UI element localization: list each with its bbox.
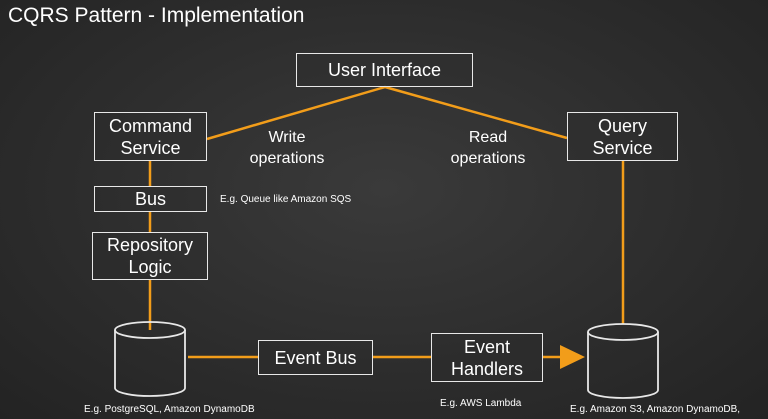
query-service-node: Query Service (567, 112, 678, 161)
write-database-icon (114, 321, 186, 397)
slide-title: CQRS Pattern - Implementation (8, 4, 305, 27)
command-service-line1: Command (108, 115, 193, 136)
bus-label: Bus (134, 189, 167, 209)
query-service-line2: Service (592, 137, 653, 158)
command-service-node: Command Service (94, 112, 207, 161)
write-db-note: E.g. PostgreSQL, Amazon DynamoDB (84, 404, 255, 415)
read-operations-line2: operations (450, 150, 526, 167)
query-service-line1: Query (597, 115, 648, 136)
repository-logic-label: Repository Logic (107, 234, 193, 278)
repository-logic-line2: Logic (128, 257, 172, 277)
user-interface-label: User Interface (327, 60, 442, 80)
bus-note: E.g. Queue like Amazon SQS (220, 194, 352, 205)
write-operations-line2: operations (249, 150, 325, 167)
event-handlers-line2: Handlers (450, 358, 524, 379)
event-bus-node: Event Bus (258, 340, 373, 375)
command-service-line2: Service (120, 137, 181, 158)
write-operations-label: Write operations (232, 127, 342, 169)
user-interface-node: User Interface (296, 53, 473, 87)
event-bus-label: Event Bus (274, 347, 357, 368)
command-service-label: Command Service (109, 115, 192, 159)
read-database-icon (587, 323, 659, 399)
repository-logic-line1: Repository (106, 235, 194, 255)
query-service-label: Query Service (592, 115, 652, 159)
write-operations-line1: Write (268, 129, 306, 146)
event-handlers-note: E.g. AWS Lambda (440, 398, 522, 409)
connector-ui-to-query (384, 85, 568, 140)
read-db-note: E.g. Amazon S3, Amazon DynamoDB, (570, 404, 741, 415)
repository-logic-node: Repository Logic (92, 232, 208, 280)
event-handlers-node: Event Handlers (431, 333, 543, 382)
connector-ui-to-command (206, 85, 386, 141)
read-operations-label: Read operations (432, 127, 544, 169)
arrowhead-to-read-db (560, 345, 585, 369)
connector-lines (148, 85, 625, 359)
event-handlers-label: Event Handlers (451, 336, 523, 380)
read-operations-line1: Read (468, 129, 508, 146)
bus-node: Bus (94, 186, 207, 212)
event-handlers-line1: Event (463, 336, 510, 357)
